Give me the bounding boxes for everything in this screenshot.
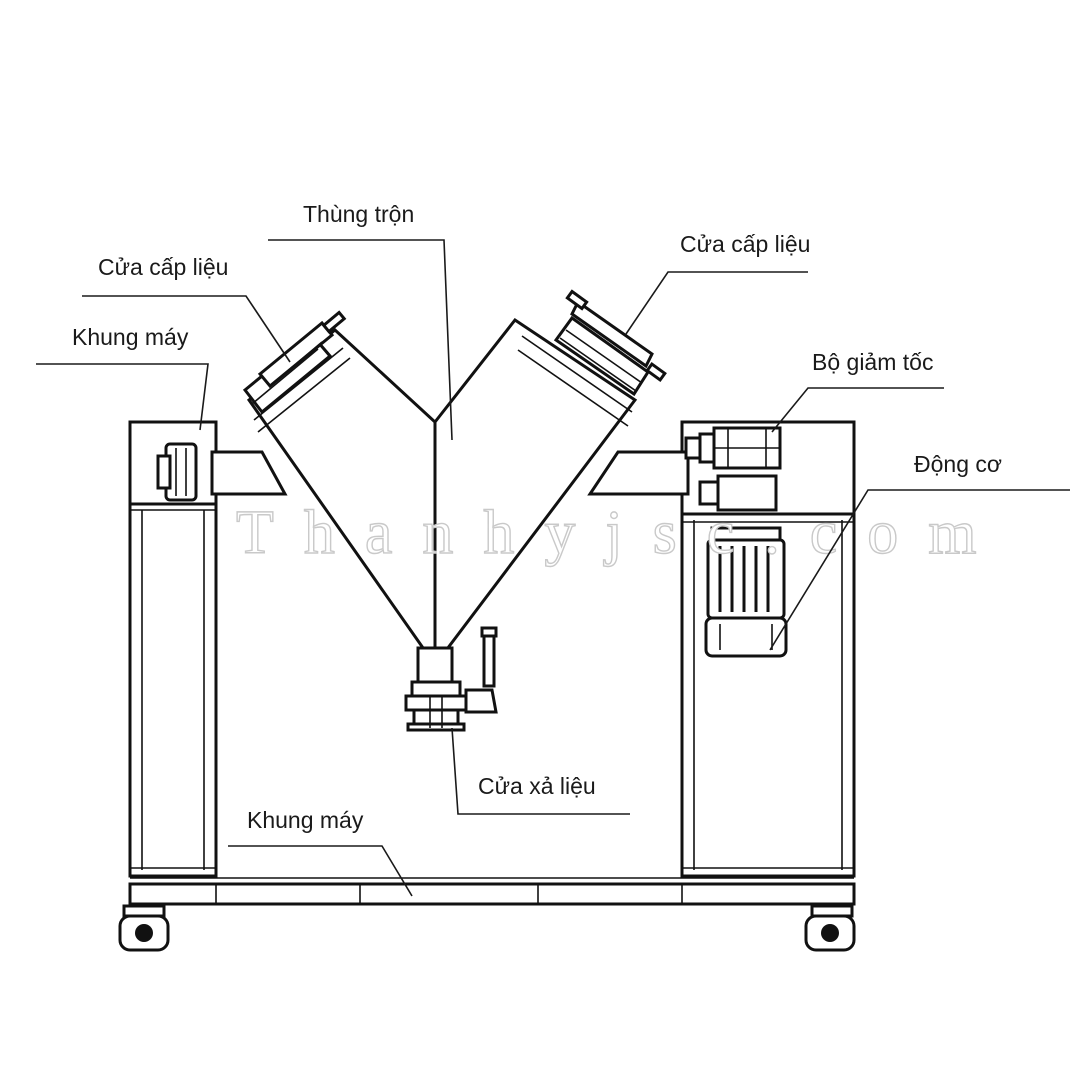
mixing-tank: [242, 289, 667, 732]
label-feed-door-left: Cửa cấp liệu: [98, 254, 228, 280]
discharge-lever: [482, 628, 496, 688]
right-shaft: [587, 450, 690, 496]
label-feed-door-right: Cửa cấp liệu: [680, 231, 810, 257]
left-bearing: [156, 442, 198, 502]
leader-feed-door-right: [625, 271, 808, 335]
caster-wheel-right: [804, 904, 856, 952]
right-feed-door: [553, 289, 667, 397]
label-mixing-tank: Thùng trộn: [303, 201, 414, 227]
leader-frame-bottom: [228, 845, 413, 897]
leader-lines: [36, 239, 1070, 897]
left-feed-door: [242, 310, 347, 415]
label-gear-reducer: Bộ giảm tốc: [812, 349, 933, 375]
gear-reducer: [684, 426, 782, 512]
label-frame-top-left: Khung máy: [72, 324, 189, 350]
discharge-outlet: [404, 626, 498, 732]
leader-feed-door-left: [82, 295, 291, 363]
label-motor: Động cơ: [914, 451, 1002, 477]
caster-wheel-left: [118, 904, 170, 952]
left-column: [128, 502, 218, 878]
motor: [704, 526, 788, 658]
leader-mixing-tank: [268, 239, 453, 441]
left-shaft: [210, 450, 288, 496]
callout-labels: Thùng trộn Cửa cấp liệu Khung máy Cửa cấ…: [72, 201, 1002, 833]
right-column: [680, 512, 856, 878]
base-beam: [128, 882, 856, 906]
leader-discharge-door: [451, 727, 630, 815]
label-frame-bottom: Khung máy: [247, 807, 364, 833]
watermark: Thanhyjsc.com: [236, 499, 1007, 567]
rotation-shaft: [210, 450, 690, 496]
leader-motor: [769, 489, 1070, 651]
leader-frame-top-left: [36, 363, 209, 431]
leader-gear-reducer: [771, 387, 944, 433]
label-discharge-door: Cửa xả liệu: [478, 773, 596, 799]
